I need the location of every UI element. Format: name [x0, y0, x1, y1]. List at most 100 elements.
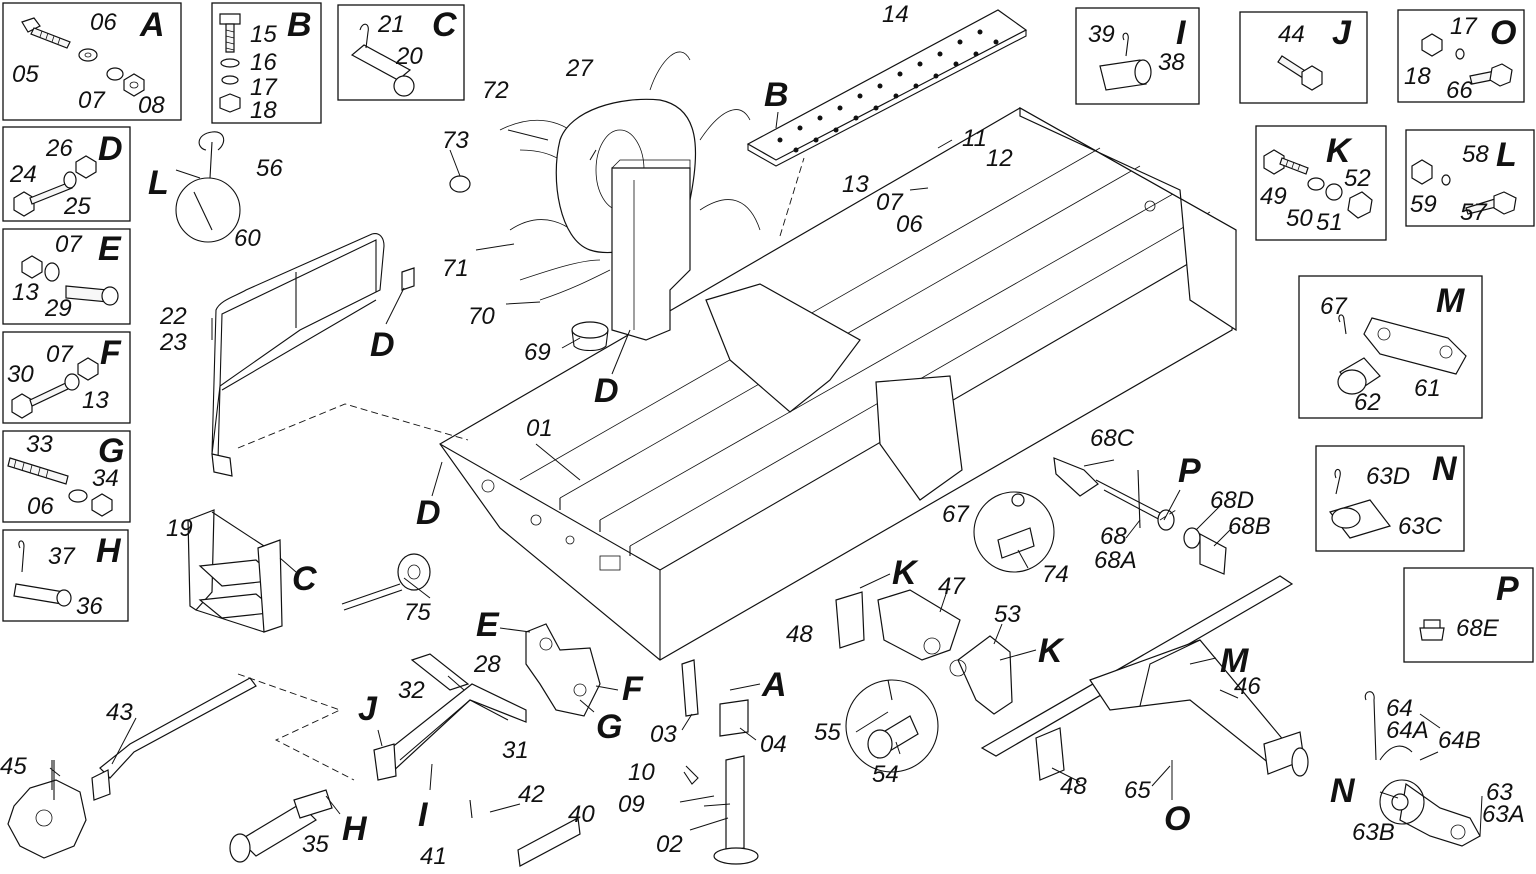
callout-letter-k-2: K [1038, 632, 1065, 670]
callout-letter-l: L [148, 164, 169, 202]
label-55: 55 [814, 719, 841, 746]
label-68d: 68D [1210, 487, 1254, 514]
detail-box-b: B 15 16 17 18 [211, 2, 322, 124]
label-54: 54 [872, 761, 899, 788]
disc-45 [7, 760, 87, 859]
bracket-48-lower [1035, 727, 1065, 781]
detail-box-n: N 63D 63C [1315, 445, 1465, 552]
label-57: 57 [1460, 199, 1488, 226]
label-32: 32 [398, 677, 425, 704]
label-07: 07 [78, 87, 106, 114]
callout-letter-j: J [358, 690, 378, 728]
label-01: 01 [526, 415, 553, 442]
callout-letter-g: G [596, 708, 622, 746]
label-43: 43 [106, 699, 133, 726]
label-68e: 68E [1456, 615, 1500, 642]
hitch-46 [980, 575, 1309, 777]
label-e-07: 07 [55, 231, 83, 258]
callout-letter-h: H [342, 810, 368, 848]
lock-washer-icon [106, 67, 124, 81]
label-lower-48: 48 [1060, 773, 1087, 800]
detail-box-l: L 58 59 57 [1405, 129, 1535, 227]
bolt-icon [21, 17, 71, 49]
callout-letter-k-1: K [892, 554, 919, 592]
callout-letter-b: B [764, 76, 789, 114]
callout-letter-o: O [1164, 800, 1190, 838]
label-23: 23 [159, 329, 187, 356]
stand-02 [679, 659, 759, 865]
label-f-07: 07 [46, 341, 74, 368]
callout-letter-d-3: D [416, 494, 441, 532]
label-04: 04 [760, 731, 787, 758]
label-64b: 64B [1438, 727, 1481, 754]
label-34: 34 [92, 465, 119, 492]
label-74: 74 [1042, 561, 1069, 588]
detail-letter-e: E [98, 230, 122, 268]
callout-letter-i: I [418, 796, 429, 834]
label-29: 29 [44, 295, 72, 322]
label-47: 47 [938, 573, 966, 600]
label-31: 31 [502, 737, 529, 764]
bracket-47 [877, 589, 961, 661]
label-59: 59 [1410, 191, 1437, 218]
pin-64 [1364, 691, 1413, 761]
label-main-07: 07 [876, 189, 904, 216]
detail-box-c: C 21 20 [337, 4, 465, 101]
callout-letter-a: A [761, 666, 787, 704]
label-25: 25 [63, 193, 91, 220]
label-30: 30 [7, 361, 34, 388]
label-63a: 63A [1482, 801, 1525, 828]
label-06: 06 [90, 9, 117, 36]
label-m-67: 67 [1320, 293, 1348, 320]
part-40 [469, 799, 581, 867]
label-main-13: 13 [842, 171, 869, 198]
label-35: 35 [302, 831, 329, 858]
label-65: 65 [1124, 777, 1151, 804]
label-66: 66 [1446, 77, 1473, 104]
label-03: 03 [650, 721, 677, 748]
label-73: 73 [442, 127, 469, 154]
label-68a: 68A [1094, 547, 1137, 574]
label-72: 72 [482, 77, 509, 104]
hose-reel-27 [449, 51, 761, 352]
label-33: 33 [26, 431, 53, 458]
label-39: 39 [1088, 21, 1115, 48]
detail-letter-l: L [1496, 136, 1517, 174]
detail-box-k: K 49 52 50 51 [1255, 125, 1387, 241]
detail-box-g: G 33 34 06 [2, 430, 131, 523]
detail-box-a: A 06 05 07 08 [2, 2, 182, 121]
detail-box-m: M 67 62 61 [1298, 275, 1483, 419]
label-42: 42 [518, 781, 545, 808]
label-64a: 64A [1386, 717, 1429, 744]
callout-letter-f: F [622, 670, 644, 708]
jack-68 [1053, 457, 1227, 575]
detail-box-e: E 07 13 29 [2, 228, 131, 325]
label-62: 62 [1354, 389, 1381, 416]
label-08: 08 [138, 92, 165, 119]
ladder-19 [187, 509, 283, 633]
label-f-13: 13 [82, 387, 109, 414]
label-main-06: 06 [896, 211, 923, 238]
callout-letter-d-1: D [370, 326, 395, 364]
guide-lines [237, 157, 1177, 781]
label-68: 68 [1100, 523, 1127, 550]
detail-letter-g: G [98, 432, 124, 470]
detail-letter-j: J [1332, 14, 1352, 52]
detail-box-f: F 07 30 13 [2, 331, 131, 424]
label-68c: 68C [1090, 425, 1135, 452]
label-49: 49 [1260, 183, 1287, 210]
label-56: 56 [256, 155, 283, 182]
label-48: 48 [786, 621, 813, 648]
label-63: 63 [1486, 779, 1513, 806]
callout-letter-e: E [476, 606, 500, 644]
label-19: 19 [166, 515, 193, 542]
label-10: 10 [628, 759, 655, 786]
label-61: 61 [1414, 375, 1441, 402]
label-38: 38 [1158, 49, 1185, 76]
detail-letter-a: A [139, 6, 165, 44]
detail-letter-p: P [1496, 570, 1519, 608]
label-64: 64 [1386, 695, 1413, 722]
label-13: 13 [12, 279, 39, 306]
label-14: 14 [882, 1, 909, 28]
label-21: 21 [377, 11, 405, 38]
